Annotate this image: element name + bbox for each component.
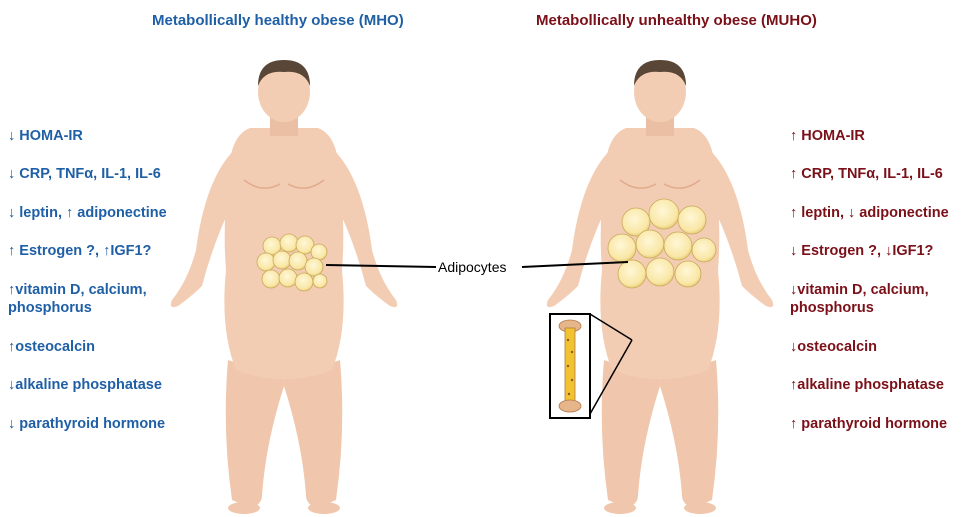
muho-item-vitamin-d-cont: phosphorus <box>790 299 874 317</box>
mho-item-vitamin-d-cont: phosphorus <box>8 299 92 317</box>
muho-item-leptin: ↑ leptin, ↓ adiponectine <box>790 204 949 222</box>
muho-item-parathyroid: ↑ parathyroid hormone <box>790 415 947 433</box>
mho-item-estrogen: ↑ Estrogen ?, ↑IGF1? <box>8 242 151 260</box>
mho-item-inflammation: ↓ CRP, TNFα, IL-1, IL-6 <box>8 165 161 183</box>
mho-item-alkaline-phosphatase: ↓alkaline phosphatase <box>8 376 162 394</box>
muho-item-vitamin-d: ↓vitamin D, calcium, <box>790 281 929 299</box>
muho-item-alkaline-phosphatase: ↑alkaline phosphatase <box>790 376 944 394</box>
mho-body <box>171 60 397 514</box>
muho-item-estrogen: ↓ Estrogen ?, ↓IGF1? <box>790 242 933 260</box>
mho-item-parathyroid: ↓ parathyroid hormone <box>8 415 165 433</box>
muho-body <box>547 60 773 514</box>
muho-item-homa-ir: ↑ HOMA-IR <box>790 127 865 145</box>
mho-item-homa-ir: ↓ HOMA-IR <box>8 127 83 145</box>
mho-item-leptin: ↓ leptin, ↑ adiponectine <box>8 204 167 222</box>
adipocytes-label: Adipocytes <box>438 259 506 275</box>
callout-line-left <box>326 265 436 267</box>
muho-item-inflammation: ↑ CRP, TNFα, IL-1, IL-6 <box>790 165 943 183</box>
mho-item-vitamin-d: ↑vitamin D, calcium, <box>8 281 147 299</box>
mho-item-osteocalcin: ↑osteocalcin <box>8 338 95 356</box>
muho-item-osteocalcin: ↓osteocalcin <box>790 338 877 356</box>
